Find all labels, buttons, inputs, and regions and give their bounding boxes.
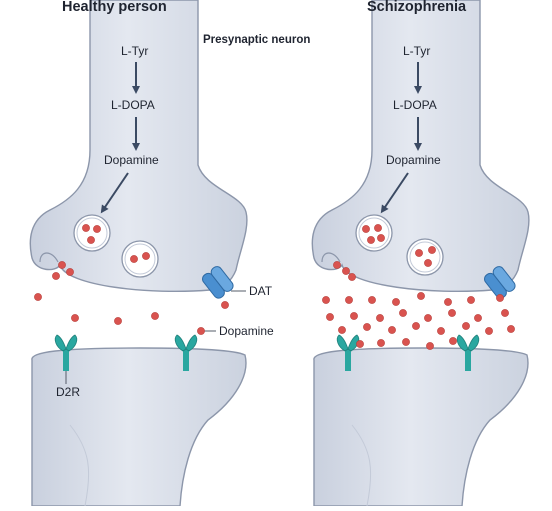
dopamine-molecule: [399, 309, 407, 317]
dopamine-molecule: [424, 314, 432, 322]
schizophrenia-synapse: [311, 0, 530, 507]
dopamine-molecule: [368, 296, 376, 304]
l-tyr-label: L-Tyr: [121, 44, 149, 58]
dopamine-molecule: [402, 338, 410, 346]
dopamine-molecule: [467, 296, 475, 304]
healthy-postsynaptic-neuron: [31, 347, 247, 507]
dopamine-molecule: [392, 298, 400, 306]
synaptic-vesicle: [121, 240, 159, 278]
dopamine-molecule: [496, 294, 504, 302]
d2r-receptor: [54, 334, 78, 371]
dopamine-pathway-label: Dopamine: [104, 153, 159, 167]
dopamine-molecule: [424, 259, 432, 267]
dopamine-label: Dopamine: [219, 324, 274, 338]
dopamine-molecule: [388, 326, 396, 334]
dopamine-molecule: [426, 342, 434, 350]
dat-transporter: [484, 266, 516, 299]
dopamine-molecule: [474, 314, 482, 322]
presynaptic-neuron-label: Presynaptic neuron: [203, 34, 311, 46]
dopamine-molecule: [444, 298, 452, 306]
dopamine-molecules: [34, 224, 515, 350]
dopamine-molecule: [66, 268, 74, 276]
d2r-receptor: [336, 334, 360, 371]
dopamine-molecule: [326, 313, 334, 321]
dopamine-molecule: [151, 312, 159, 320]
dopamine-molecule: [417, 292, 425, 300]
dopamine-molecule: [342, 267, 350, 275]
dopamine-molecule: [507, 325, 515, 333]
d2r-label: D2R: [56, 385, 81, 399]
dopamine-pathway-label: Dopamine: [386, 153, 441, 167]
d2r-receptor: [174, 334, 198, 371]
dopamine-molecule: [221, 301, 229, 309]
dopamine-molecule: [428, 246, 436, 254]
dopamine-molecule: [130, 255, 138, 263]
dat-transporter: [202, 266, 234, 299]
dopamine-molecule: [58, 261, 66, 269]
dopamine-molecule: [363, 323, 371, 331]
dopamine-molecule: [501, 309, 509, 317]
dopamine-molecule: [322, 296, 330, 304]
packaging-arrow: [380, 172, 409, 214]
dopamine-molecule: [348, 273, 356, 281]
l-dopa-label: L-DOPA: [393, 98, 437, 112]
dopamine-molecule: [412, 322, 420, 330]
healthy-synapse: [29, 0, 248, 507]
synaptic-vesicle: [406, 238, 444, 276]
dopamine-molecule: [82, 224, 90, 232]
dopamine-molecule: [448, 309, 456, 317]
dopamine-molecule: [449, 337, 457, 345]
dopamine-molecule: [93, 225, 101, 233]
d2r-receptor: [456, 334, 480, 371]
dopamine-molecule: [114, 317, 122, 325]
dopamine-molecule: [142, 252, 150, 260]
schizophrenia-heading: Schizophrenia: [367, 0, 467, 15]
synaptic-vesicle: [73, 214, 111, 252]
dopamine-molecule: [338, 326, 346, 334]
synaptic-vesicle: [355, 214, 393, 252]
l-dopa-label: L-DOPA: [111, 98, 155, 112]
dat-label: DAT: [249, 284, 273, 298]
dopamine-molecule: [462, 322, 470, 330]
l-tyr-label: L-Tyr: [403, 44, 431, 58]
packaging-arrow: [100, 172, 129, 214]
schizophrenia-postsynaptic-neuron: [313, 347, 529, 507]
dopamine-molecule: [71, 314, 79, 322]
dopamine-molecule: [377, 339, 385, 347]
dopamine-molecule: [374, 224, 382, 232]
dopamine-molecule: [350, 312, 358, 320]
dopamine-molecule: [356, 340, 364, 348]
dopamine-molecule: [377, 234, 385, 242]
dopamine-molecule: [34, 293, 42, 301]
dopamine-molecule: [333, 261, 341, 269]
healthy-heading: Healthy person: [62, 0, 167, 15]
dopamine-molecule: [52, 272, 60, 280]
dopamine-molecule: [362, 225, 370, 233]
dopamine-molecule: [437, 327, 445, 335]
dopamine-molecule: [345, 296, 353, 304]
dopamine-molecule: [197, 327, 205, 335]
dopamine-molecule: [485, 327, 493, 335]
dopamine-molecule: [367, 236, 375, 244]
dopamine-molecule: [415, 249, 423, 257]
dopamine-molecule: [87, 236, 95, 244]
dopamine-molecule: [376, 314, 384, 322]
